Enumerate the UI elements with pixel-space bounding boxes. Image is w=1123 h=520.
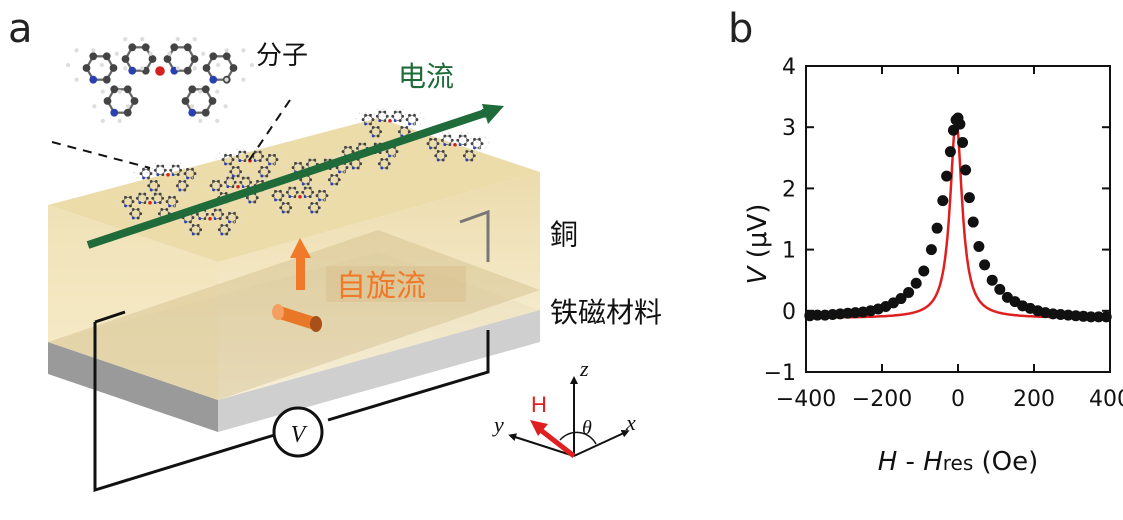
chart: −1 0 1 2 3 4 −400 −200 0 200 400 <box>764 55 1123 412</box>
spin-current-arrow <box>290 238 311 290</box>
molecule <box>133 162 203 194</box>
axis-x-label: x <box>625 410 636 435</box>
zoom-dashed-line-right <box>247 99 291 163</box>
data-points <box>804 112 1112 323</box>
molecule <box>175 206 245 238</box>
spin-current-label: 自旋流 <box>336 269 426 304</box>
copper-label: 銅 <box>550 218 578 251</box>
y-tick-label: 1 <box>782 239 796 264</box>
ferromagnet-label: 铁磁材料 <box>550 296 662 329</box>
data-point <box>931 222 943 234</box>
molecule-large <box>66 37 254 123</box>
x-tick-label: 400 <box>1089 387 1123 412</box>
data-point <box>941 170 953 182</box>
y-tick-label: 3 <box>782 116 796 141</box>
data-point <box>986 274 998 286</box>
current-arrowhead <box>482 104 504 124</box>
x-axis-label-var1: H <box>878 447 898 477</box>
field-h-label: H <box>531 392 547 417</box>
data-point <box>954 118 966 130</box>
data-point <box>903 286 915 298</box>
current-arrow <box>86 108 493 249</box>
y-axis-label-var: V <box>743 264 773 284</box>
molecule <box>265 184 335 216</box>
x-tick-label: 0 <box>951 387 965 412</box>
x-tick-label: −200 <box>852 387 912 412</box>
x-axis-label-sub: res <box>943 451 974 475</box>
theta-label: θ <box>582 417 592 439</box>
current-label: 电流 <box>398 60 454 93</box>
y-axis-label-unit: (μV) <box>743 204 773 267</box>
data-point <box>957 137 969 148</box>
data-point <box>1093 311 1105 323</box>
data-point <box>937 195 949 207</box>
data-point <box>967 216 979 228</box>
molecule <box>420 132 490 164</box>
y-tick-label: 4 <box>782 55 796 80</box>
x-tick-label: −400 <box>776 387 836 412</box>
data-point <box>910 277 922 289</box>
spin-label-bg <box>326 266 466 302</box>
y-tick-label: 2 <box>782 177 796 202</box>
data-point <box>895 293 907 305</box>
x-axis-label-var2: H <box>923 447 943 477</box>
data-point <box>925 244 937 256</box>
x-axis-label: H - Hres (Oe) <box>878 447 1039 477</box>
x-axis-label-unit: (Oe) <box>973 447 1038 477</box>
molecule-zoom <box>66 37 254 123</box>
data-point <box>994 283 1006 295</box>
y-tick-label: −1 <box>764 361 796 386</box>
data-point <box>960 164 972 176</box>
y-tick-label: 0 <box>782 300 796 325</box>
data-point <box>811 309 823 321</box>
x-axis-ticks: −400 −200 0 200 400 <box>776 66 1123 412</box>
data-point <box>944 146 956 158</box>
fit-curve <box>809 118 1107 319</box>
voltmeter: V <box>272 406 324 458</box>
molecule-label: 分子 <box>256 41 308 71</box>
data-point <box>1085 311 1097 323</box>
voltmeter-label: V <box>291 422 308 448</box>
data-point <box>963 192 975 204</box>
axis-z-label: z <box>579 356 589 381</box>
fit-curve-group <box>809 118 1107 319</box>
data-point <box>973 241 985 253</box>
panel-a-label: a <box>8 6 33 52</box>
molecule <box>355 108 425 140</box>
y-axis-ticks: −1 0 1 2 3 4 <box>764 55 1110 386</box>
circuit-wires <box>93 209 490 493</box>
molecule <box>203 174 273 206</box>
x-axis-label-mid: - <box>897 447 923 477</box>
plot-frame <box>805 65 1111 373</box>
data-point <box>918 265 930 277</box>
data-point <box>1100 311 1112 323</box>
x-tick-label: 200 <box>1013 387 1055 412</box>
panel-b-label: b <box>728 6 753 52</box>
h-field-arrowhead <box>530 420 548 436</box>
coordinate-axes: z x y H θ <box>492 356 636 458</box>
axis-y-label: y <box>492 412 504 437</box>
spin-magnetization-icon <box>272 304 322 332</box>
zoom-dashed-line-left <box>51 141 151 169</box>
y-axis-label: V (μV) <box>743 204 773 285</box>
data-point <box>979 259 991 271</box>
